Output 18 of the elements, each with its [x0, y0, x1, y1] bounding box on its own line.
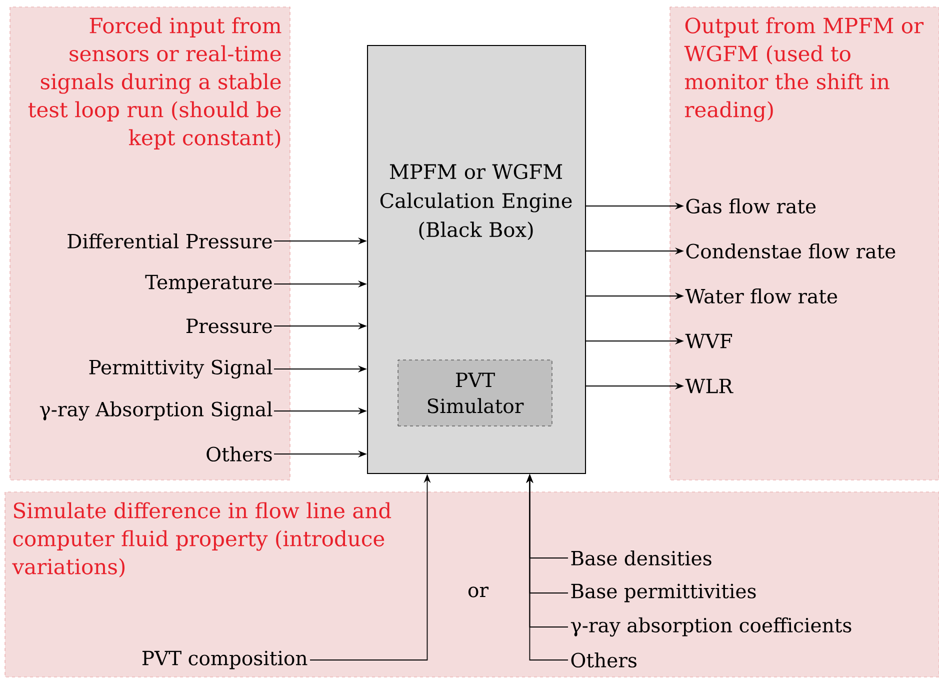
input-label: Base densities [571, 550, 712, 566]
input-label: PVT composition [142, 650, 308, 670]
input-label: Differential Pressure [68, 233, 272, 249]
input-label: γ-ray absorption coefficients [570, 617, 852, 637]
output-label: Water flow rate [685, 288, 838, 304]
input-label: Others [206, 446, 272, 462]
output-label: Condenstae flow rate [686, 243, 896, 259]
output-label: Gas flow rate [686, 198, 816, 214]
input-label: Temperature [145, 274, 272, 294]
input-label: Permittivity Signal [89, 359, 272, 379]
input-label: Others [571, 652, 636, 668]
input-label: Pressure [186, 318, 272, 334]
label: or [468, 586, 489, 598]
input-label: γ-ray Absorption Signal [40, 401, 272, 421]
output-label: WLR [685, 378, 734, 394]
output-label: WVF [685, 334, 732, 348]
input-label: Base permittivities [571, 584, 756, 602]
simulator-box: PVT Simulator [398, 360, 552, 426]
